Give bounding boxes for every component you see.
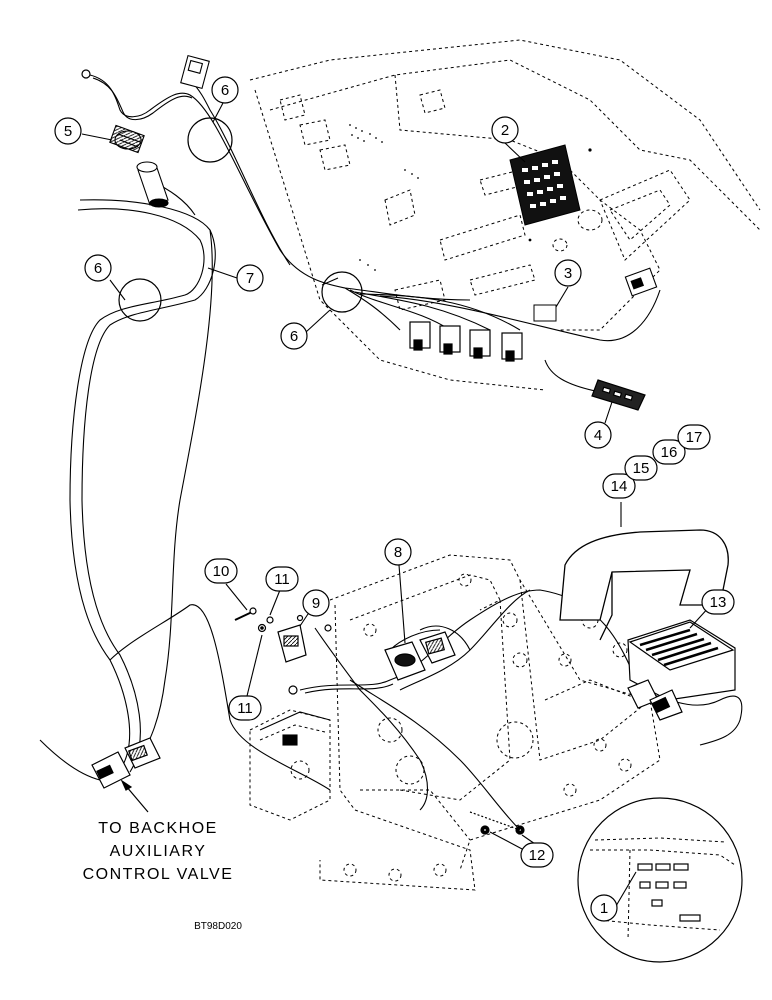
caption-line-3: CONTROL VALVE <box>83 866 234 883</box>
caption-line-1: TO BACKHOE <box>98 820 218 837</box>
svg-text:5: 5 <box>64 123 72 140</box>
callout-16: 16 <box>652 439 686 465</box>
svg-text:6: 6 <box>221 82 229 99</box>
callout-11b: 11 <box>228 695 262 721</box>
callout-4: 4 <box>584 421 612 449</box>
svg-text:14: 14 <box>611 478 628 495</box>
reference-rings <box>118 117 363 322</box>
svg-text:16: 16 <box>661 444 678 461</box>
svg-text:8: 8 <box>394 544 402 561</box>
svg-text:11: 11 <box>237 700 253 717</box>
callout-11a: 11 <box>265 566 299 592</box>
lower-frame <box>249 554 661 891</box>
caption-arrow <box>120 779 149 813</box>
component-8 <box>384 631 456 681</box>
backhoe-caption: TO BACKHOE AUXILIARY CONTROL VALVE <box>83 820 234 883</box>
callout-6b: 6 <box>84 254 112 282</box>
bolts-12 <box>469 811 525 835</box>
callout-6c: 6 <box>280 322 308 350</box>
svg-text:12: 12 <box>529 847 546 864</box>
callout-6a: 6 <box>211 76 239 104</box>
callout-9: 9 <box>302 589 330 617</box>
relay-row <box>409 321 523 362</box>
pedal-connector <box>627 679 683 721</box>
switch-bracket-9 <box>277 614 307 663</box>
svg-text:10: 10 <box>213 563 230 580</box>
long-cable <box>39 199 331 791</box>
wire-harness-lower <box>299 589 743 831</box>
bolts-10-11 <box>234 607 274 633</box>
callout-3: 3 <box>554 259 582 287</box>
relay-cylinder <box>136 161 169 208</box>
figure-code: BT98D020 <box>194 921 242 932</box>
dashboard-console <box>249 39 761 391</box>
svg-text:11: 11 <box>274 571 290 588</box>
relay-socket-5 <box>109 124 145 154</box>
callout-8: 8 <box>384 538 412 566</box>
inset-detail <box>577 797 743 963</box>
svg-text:15: 15 <box>633 460 650 477</box>
svg-text:7: 7 <box>246 270 254 287</box>
callout-5: 5 <box>54 117 82 145</box>
svg-text:4: 4 <box>594 427 602 444</box>
svg-text:6: 6 <box>94 260 102 277</box>
foot-pedal-13 <box>627 619 736 701</box>
callout-2: 2 <box>491 116 519 144</box>
svg-text:9: 9 <box>312 595 320 612</box>
callout-12: 12 <box>520 842 554 868</box>
svg-text:1: 1 <box>600 900 608 917</box>
switch-3 <box>533 304 557 322</box>
pedal-cover-14 <box>559 529 729 641</box>
ground-terminal <box>288 685 298 695</box>
svg-text:6: 6 <box>290 328 298 345</box>
leader-lines <box>81 102 711 907</box>
terminal-small <box>324 624 332 632</box>
backhoe-connector <box>91 737 161 789</box>
callout-13: 13 <box>701 589 735 615</box>
callout-17: 17 <box>677 424 711 450</box>
switch-plate-4 <box>591 379 646 411</box>
callout-7: 7 <box>236 264 264 292</box>
console-texture <box>349 124 592 271</box>
console-right-connector <box>624 267 658 297</box>
svg-text:2: 2 <box>501 122 509 139</box>
callout-1: 1 <box>590 894 618 922</box>
wire-harness-upper <box>89 74 661 393</box>
caption-line-2: AUXILIARY <box>110 843 207 860</box>
callout-15: 15 <box>624 455 658 481</box>
svg-text:13: 13 <box>710 594 727 611</box>
mount-block <box>259 711 331 746</box>
fuse-relay-panel <box>509 144 581 226</box>
callout-14: 14 <box>602 473 636 499</box>
callout-10: 10 <box>204 558 238 584</box>
svg-text:17: 17 <box>686 429 703 446</box>
top-connector <box>180 54 210 90</box>
ring-terminal <box>81 69 91 79</box>
svg-text:3: 3 <box>564 265 572 282</box>
